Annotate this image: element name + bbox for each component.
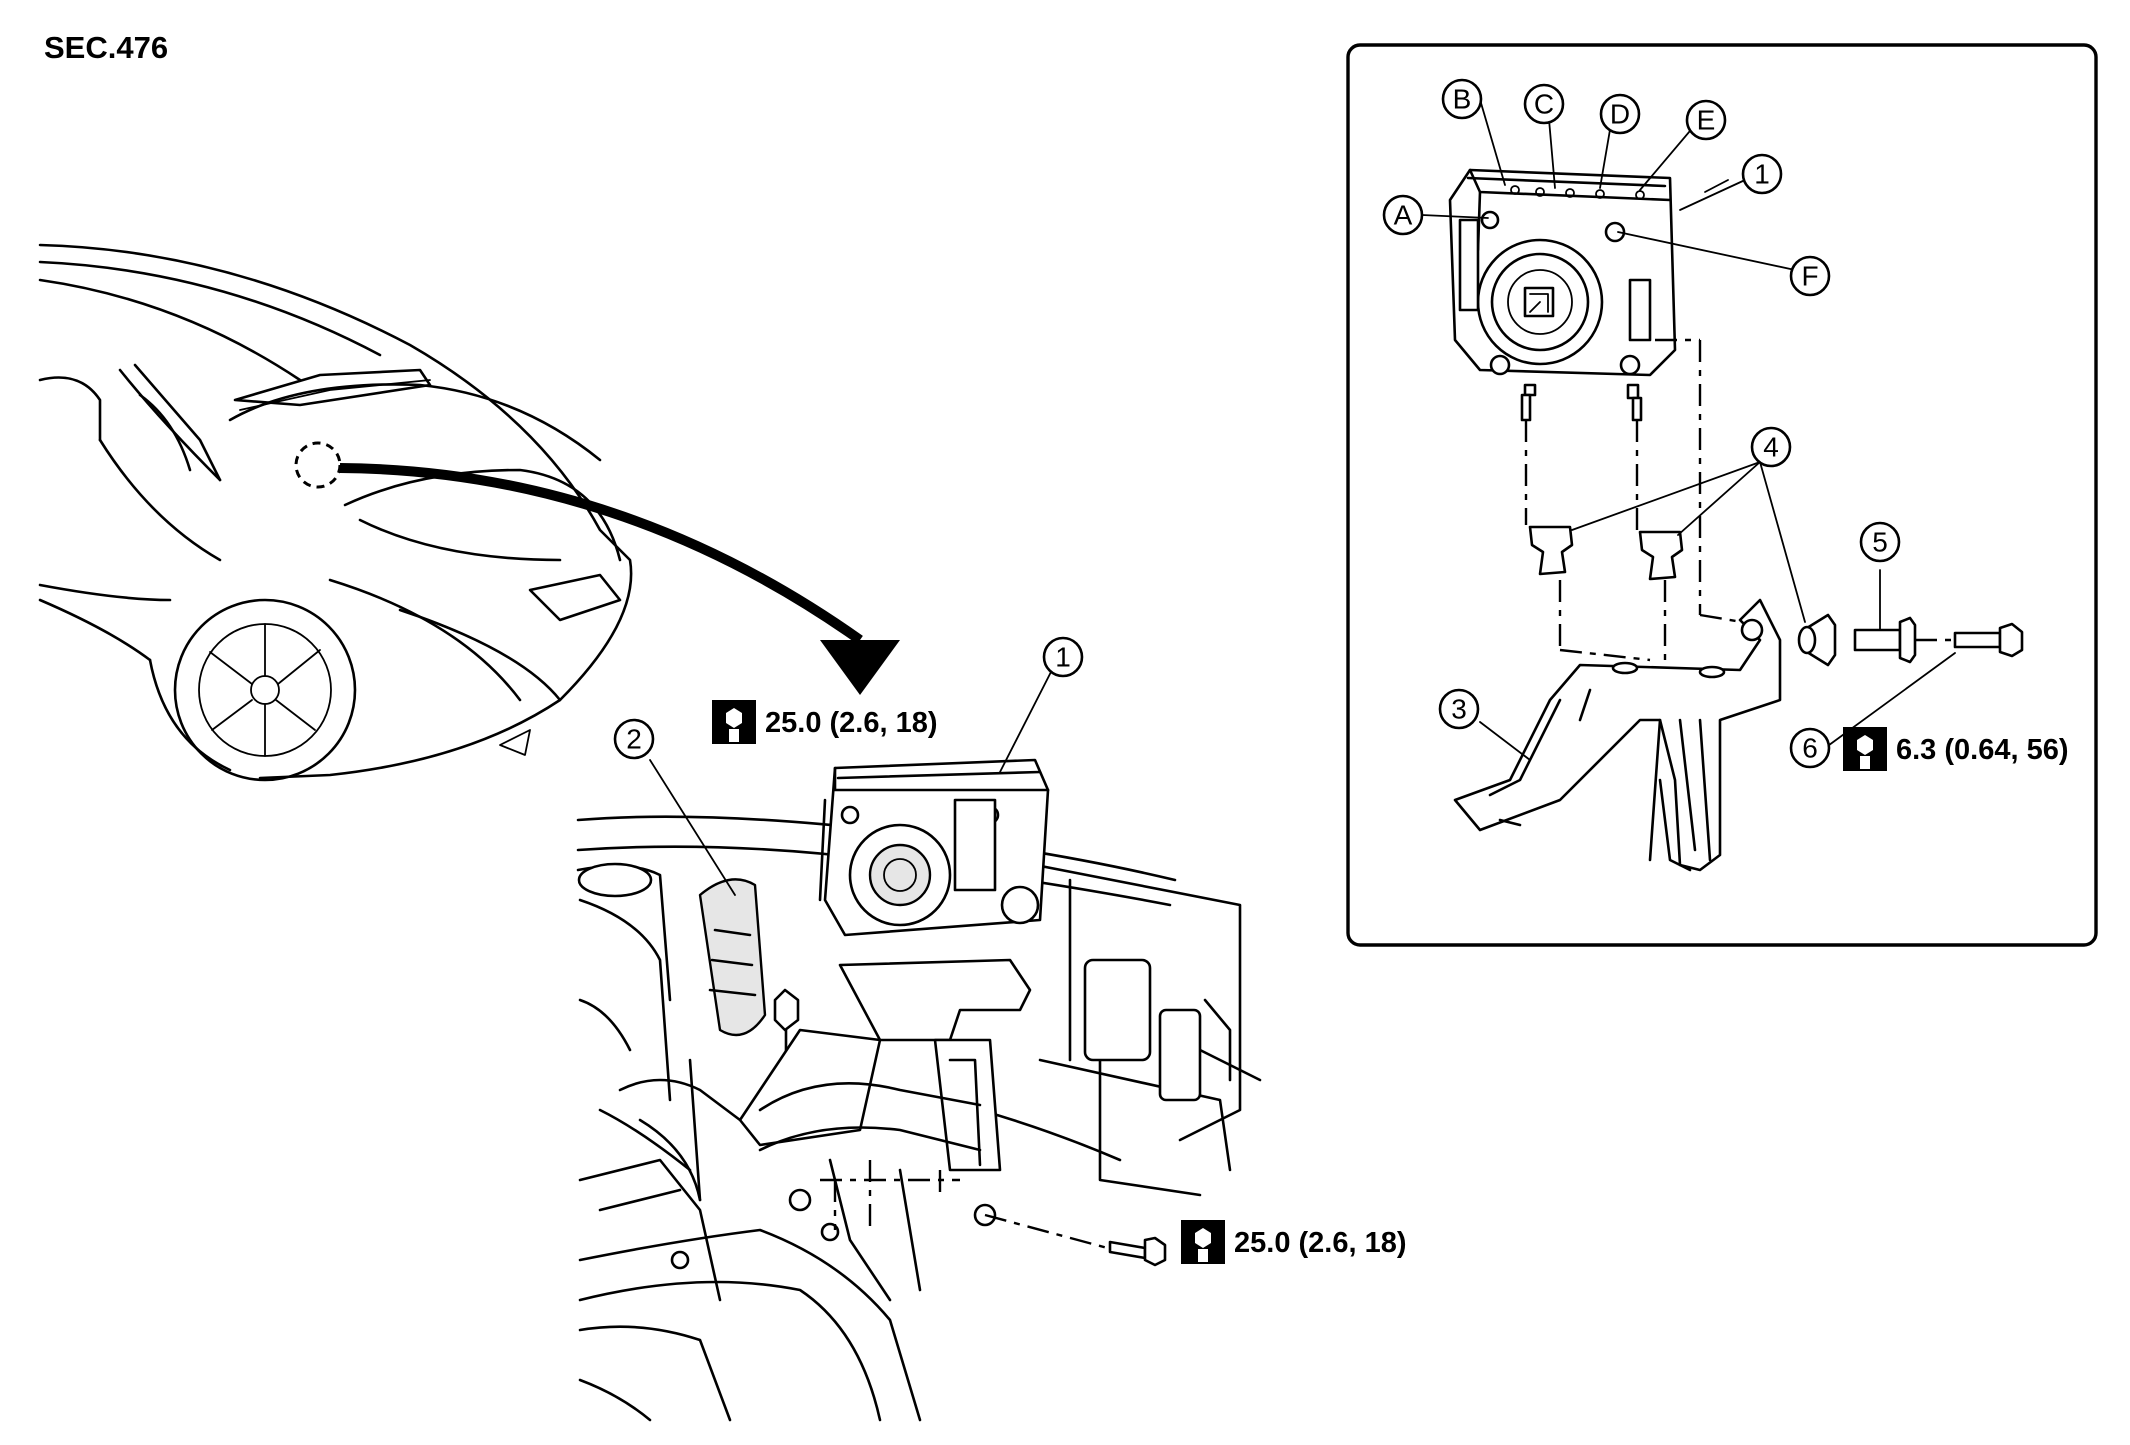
callout-inset-5: 5 — [1859, 521, 1901, 563]
callout-port-a: A — [1382, 194, 1424, 236]
callout-port-f: F — [1789, 255, 1831, 297]
callout-port-d: D — [1599, 93, 1641, 135]
vehicle-outline — [38, 243, 900, 782]
main-assembly — [576, 758, 1262, 1422]
callout-inset-3: 3 — [1438, 688, 1480, 730]
callout-label: 1 — [1055, 642, 1071, 673]
callout-label: F — [1801, 261, 1818, 292]
section-code: SEC.476 — [44, 30, 169, 65]
callout-label: B — [1453, 84, 1472, 115]
callout-label: A — [1394, 200, 1413, 231]
callout-label: 4 — [1763, 432, 1779, 463]
torque-value: 6.3 (0.64, 56) — [1896, 734, 2069, 766]
callout-main-2: 2 — [613, 718, 655, 760]
callout-label: 6 — [1802, 733, 1818, 764]
callout-label: 3 — [1451, 694, 1467, 725]
torque-spec-upper: 25.0 (2.6, 18) — [712, 700, 938, 744]
torque-spec-lower: 25.0 (2.6, 18) — [1181, 1220, 1407, 1264]
callout-label: E — [1697, 105, 1716, 136]
torque-value: 25.0 (2.6, 18) — [1234, 1227, 1407, 1259]
callout-label: 2 — [626, 724, 642, 755]
callout-label: 5 — [1872, 527, 1888, 558]
torque-spec-inset: 6.3 (0.64, 56) — [1843, 727, 2069, 771]
callout-port-b: B — [1441, 78, 1483, 120]
torque-wrench-icon — [1181, 1220, 1225, 1264]
callout-label: D — [1610, 99, 1630, 130]
torque-wrench-icon — [712, 700, 756, 744]
callout-main-1: 1 — [1042, 636, 1084, 678]
callout-label: C — [1534, 89, 1554, 120]
callout-port-c: C — [1523, 83, 1565, 125]
torque-wrench-icon — [1843, 727, 1887, 771]
callout-port-e: E — [1685, 99, 1727, 141]
callout-inset-6: 6 — [1789, 727, 1831, 769]
callout-label: 1 — [1754, 159, 1770, 190]
torque-value: 25.0 (2.6, 18) — [765, 707, 938, 739]
callout-inset-4: 4 — [1750, 426, 1792, 468]
actuator-inset — [649, 43, 2098, 947]
callout-inset-1: 1 — [1741, 153, 1783, 195]
